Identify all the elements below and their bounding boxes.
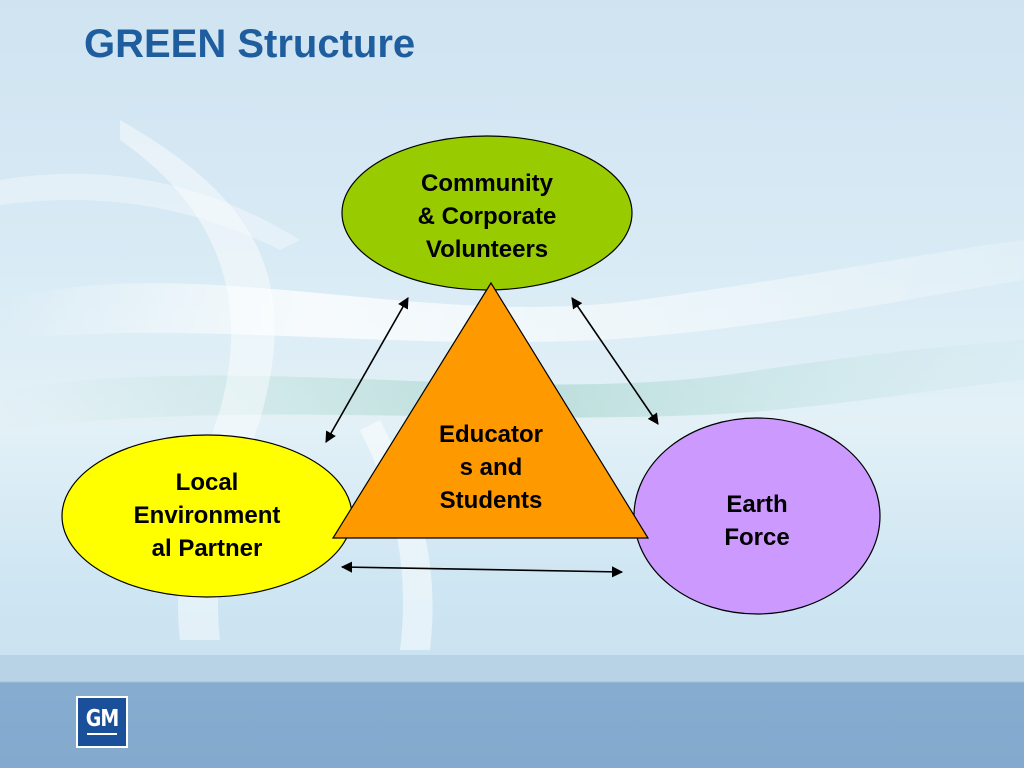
arrow-community-earth xyxy=(571,297,659,425)
gm-logo: GM xyxy=(76,696,128,748)
node-educators-label: Educator s and Students xyxy=(438,421,543,514)
node-community-label: Community & Corporate Volunteers xyxy=(417,170,557,263)
arrow-community-local xyxy=(325,297,409,443)
node-educators-shape xyxy=(331,281,650,539)
slide-title: GREEN Structure xyxy=(84,22,416,66)
footer-band xyxy=(0,655,1024,768)
node-earth-label: Earth Force xyxy=(724,491,790,551)
node-local-label: Local Environment al Partner xyxy=(133,469,281,562)
gm-logo-underline xyxy=(87,733,117,735)
arrow-local-earth xyxy=(340,561,624,578)
gm-logo-text: GM xyxy=(85,705,120,733)
